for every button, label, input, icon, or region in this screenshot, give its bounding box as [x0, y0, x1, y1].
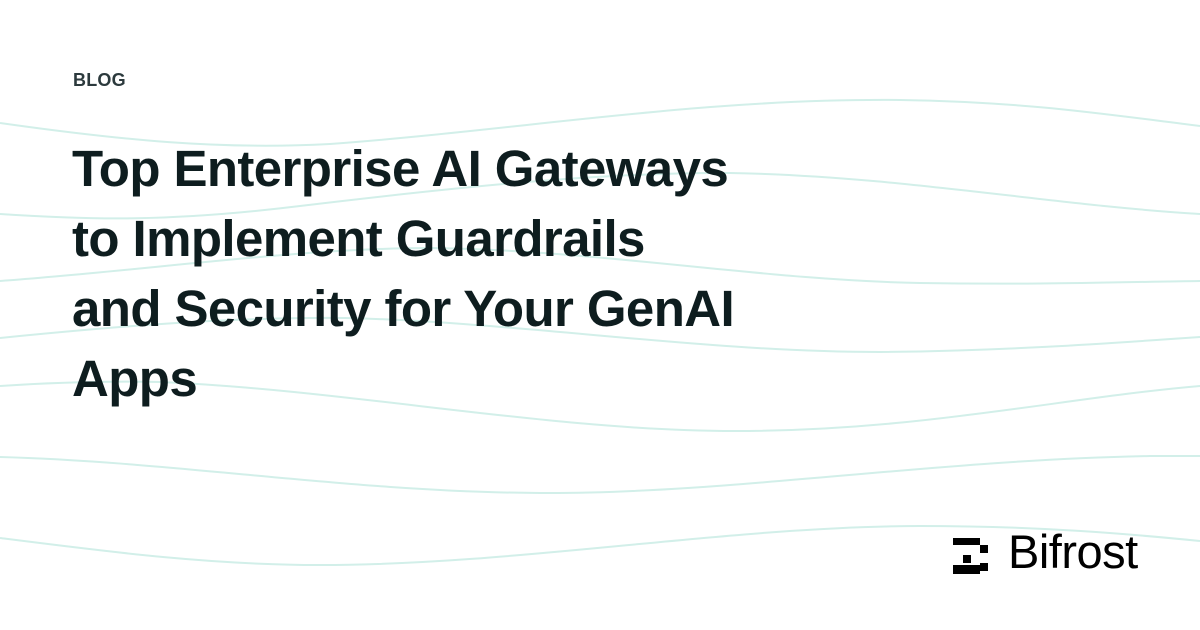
- title-line-2: to Implement Guardrails: [72, 210, 645, 267]
- wave-line-1: [0, 98, 1200, 147]
- wave-line-5: [0, 380, 1200, 433]
- article-title: Top Enterprise AI Gateways to Implement …: [72, 134, 872, 414]
- wave-line-7: [0, 524, 1200, 567]
- title-line-3: and Security for Your GenAI: [72, 280, 735, 337]
- title-line-1: Top Enterprise AI Gateways: [72, 140, 729, 197]
- title-line-4: Apps: [72, 350, 198, 407]
- bifrost-logo-icon: [953, 537, 988, 574]
- wave-line-2: [0, 171, 1200, 220]
- wave-line-6: [0, 455, 1200, 495]
- category-label: BLOG: [73, 70, 126, 90]
- brand-name: Bifrost: [1008, 525, 1138, 578]
- wave-line-3: [0, 246, 1200, 285]
- wave-line-4: [0, 316, 1200, 354]
- brand-logo: Bifrost: [953, 524, 1138, 580]
